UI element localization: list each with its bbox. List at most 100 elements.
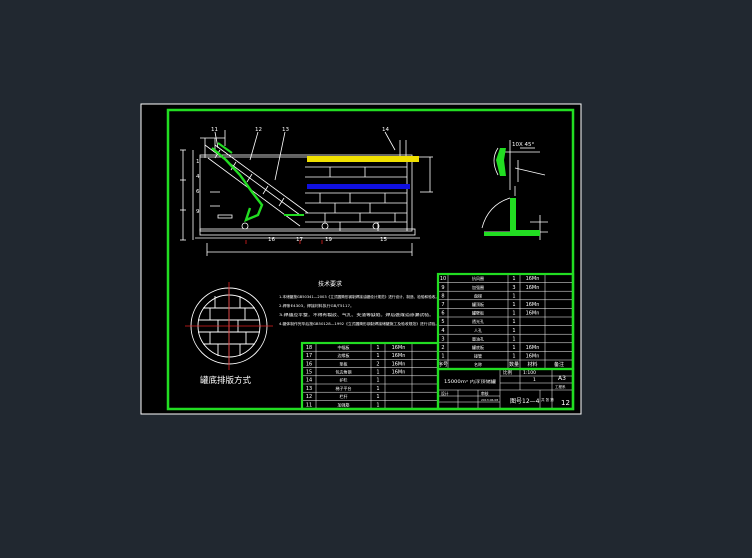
scale-value: 1:100 [523,370,536,376]
technical-notes: 技术要求 1.本储罐按GB50341—2003《立式圆筒形钢制焊接油罐设计规范》… [279,280,439,326]
bom-upper-cell: 9 [441,285,444,291]
bom-lower-cell: 边缘板 [338,352,350,358]
callout-6: 6 [196,189,200,195]
designer-label: 设计 [441,391,449,396]
bom-upper-cell: 抗风圈 [472,275,484,281]
bom-upper-table: 10 抗风圈 1 16Mn 9 加强圈 3 16Mn 8 盘梯 1 7 罐顶板 1 16Mn 6 罐壁板 1 16M… [436,272,575,371]
bom-upper-cell: 人孔 [474,327,482,333]
callout-9: 9 [196,209,200,215]
detail-top-green [496,148,506,176]
drawing-number: 图号12—4 [510,398,540,405]
bom-lower-cell: 13 [306,386,312,392]
bom-upper-cell: 3 [441,336,444,342]
bom-lower-cell: 16 [306,361,312,367]
notes-line-2: 2.焊条E4303，焊接材料执行GB/T5117。 [279,303,354,308]
bom-upper-cell: 1 [512,293,515,299]
bom-upper-cell: 加强圈 [472,284,484,290]
project-title: 15000m³ 内浮顶储罐 [444,378,496,384]
bom-upper-cell: 盘梯 [474,292,482,298]
bom-upper-cell: 8 [441,293,444,299]
bom-lower-cell: 1 [376,394,379,400]
red-markers [245,240,323,244]
bom-upper-cell: 1 [512,336,515,342]
bom-lower-cell: 加强筋 [338,401,350,407]
bom-upper-cell: 16Mn [526,285,540,291]
bom-lower-cell: 15 [306,370,312,376]
seal-ring-highlight [307,184,410,189]
bom-upper-cell: 1 [512,302,515,308]
detail-angle-label: 10X 45° [512,142,535,148]
bom-upper-cell: 1 [512,276,515,282]
bom-lower-cell: 16Mn [392,353,406,359]
notes-line-1: 1.本储罐按GB50341—2003《立式圆筒形钢制焊接油罐设计规范》进行设计、… [279,294,439,299]
callout-17: 17 [296,237,303,243]
callout-14: 14 [382,127,389,133]
bom-upper-cell: 透光孔 [472,318,484,324]
bom-upper-cell: 罐壁板 [472,310,484,316]
bom-lower-cell: 14 [306,378,312,384]
bom-upper-cell: 6 [441,311,444,317]
callout-13: 13 [282,127,289,133]
bom-lower-cell: 包边角钢 [336,369,352,375]
bom-upper-cell: 7 [441,302,444,308]
title-block: 15000m³ 内浮顶储罐 比例 1:100 1 A3 工程系 设计 审核 20… [436,367,575,411]
date-value: 2013.06.08 [481,398,498,402]
notes-line-3: 3.焊缝应平整，不得有裂纹、气孔、夹渣等缺陷，焊后做煤油渗漏试验。 [279,312,434,317]
bom-lower-cell: 1 [376,353,379,359]
callout-4: 4 [196,174,200,180]
callout-11: 11 [211,127,218,133]
detail-view-top [493,140,546,190]
bom-upper-cell: 1 [512,328,515,334]
bom-upper-cell: 材料 [527,361,537,368]
detail-bottom-green [484,198,540,236]
bom-upper-cell: 1 [441,354,444,360]
bom-lower-cell: 梯子平台 [336,385,352,391]
callout-15: 15 [380,237,387,243]
bom-lower-cell: 护栏 [340,377,348,383]
bom-lower-cell: 1 [376,378,379,384]
bom-lower-cell: 16Mn [392,361,406,367]
callout-16: 16 [268,237,275,243]
bom-upper-cell: 16Mn [526,276,540,282]
bom-upper-cell: 16Mn [526,354,540,360]
bom-lower-cell: 栏杆 [340,393,348,399]
bom-upper-cell: 5 [441,319,444,325]
plate-centerlines [185,282,273,370]
bom-upper-cell: 量油孔 [472,335,484,341]
bom-upper-cell: 1 [512,354,515,360]
bom-upper-cell: 1 [512,311,515,317]
reviewer-label: 审核 [481,391,489,396]
floating-roof-highlight [307,156,419,162]
scale-label: 比例 [503,369,512,376]
bom-lower-cell: 12 [306,394,312,400]
bom-upper-cell: 罐底板 [472,344,484,350]
bom-upper-cell: 4 [441,328,444,334]
bom-upper-cell: 3 [512,285,515,291]
bom-upper-cell: 罐顶板 [472,301,484,307]
drain-hose [211,147,264,223]
bom-lower-cell: 16Mn [392,345,406,351]
bom-upper-cell: 1 [512,319,515,325]
bom-lower-cell: 17 [306,353,312,359]
bom-upper-cell: 2 [441,345,444,351]
drawing-sheet [140,103,582,415]
stair-rail-green [217,142,233,154]
bom-lower-cell: 1 [376,345,379,351]
bom-lower-cell: 垫板 [340,360,348,366]
bom-lower-cell: 1 [376,386,379,392]
bom-upper-cell: 10 [440,276,446,282]
bom-lower-cell: 中幅板 [338,344,350,350]
callout-1: 1 [196,159,200,165]
callout-12: 12 [255,127,262,133]
bom-upper-cell: 接管 [474,353,482,359]
bom-lower-cell: 16Mn [392,370,406,376]
notes-line-4: 4.罐体制作完毕后按GB50128—1992《立式圆筒形钢制焊接储罐施工及验收规… [279,321,439,326]
bom-upper-cell: 备注 [554,361,564,368]
bom-lower-cell: 2 [376,361,379,367]
dept-label: 工程系 [555,384,566,389]
bom-upper-cell: 数量 [509,361,519,368]
sheet-number: 12 [561,399,570,407]
bom-upper-cell: 16Mn [526,311,540,317]
